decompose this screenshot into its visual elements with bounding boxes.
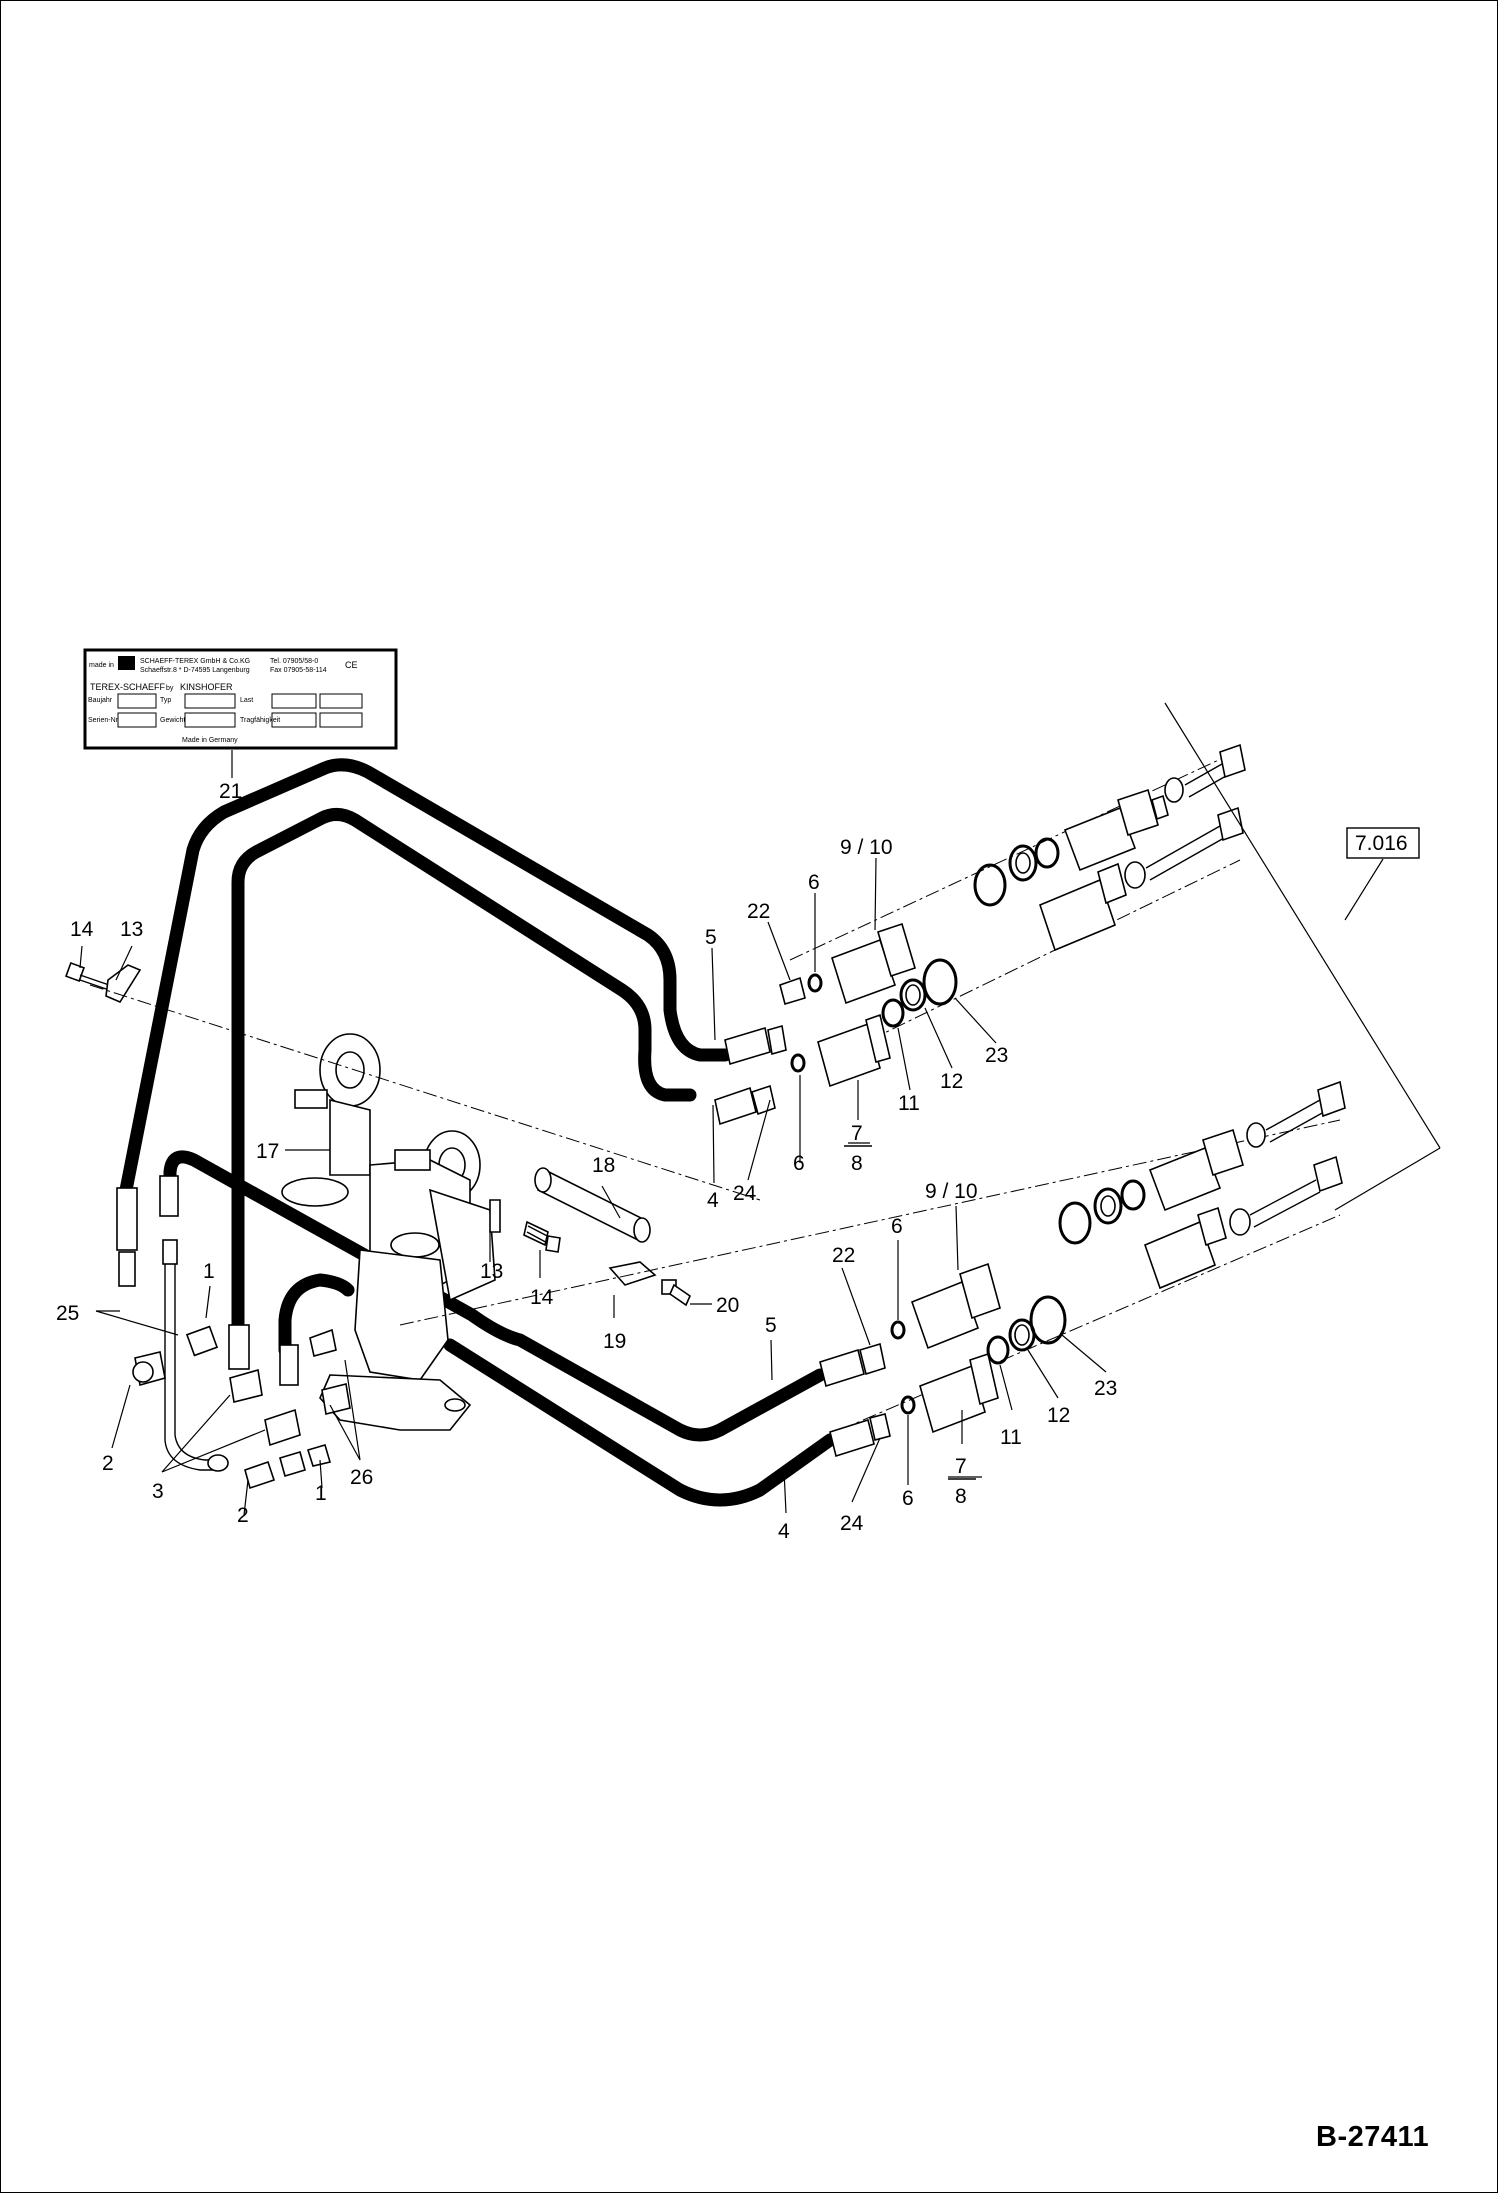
callout-19: 19 bbox=[603, 1330, 626, 1353]
callout-14-mid: 14 bbox=[530, 1286, 554, 1309]
callout-22-lower: 22 bbox=[832, 1244, 855, 1267]
callout-26: 26 bbox=[350, 1466, 373, 1489]
swivel-bracket bbox=[281, 1033, 496, 1431]
callout-5-upper: 5 bbox=[705, 926, 717, 949]
swivel-fittings bbox=[132, 1325, 351, 1490]
plate-made-in-germany: Made in Germany bbox=[182, 737, 238, 744]
callout-8-upper: 8 bbox=[851, 1152, 863, 1175]
plate-field-serien: Serien-Nr bbox=[88, 717, 119, 724]
callout-7-upper: 7 bbox=[851, 1122, 863, 1145]
callout-25: 25 bbox=[56, 1302, 79, 1325]
callout-9-10-lower: 9 / 10 bbox=[925, 1180, 978, 1203]
hose-inner-upper bbox=[231, 808, 697, 1337]
plate-field-baujahr: Baujahr bbox=[88, 697, 113, 704]
callout-11-lower: 11 bbox=[1000, 1426, 1022, 1449]
callout-13-mid: 13 bbox=[480, 1260, 503, 1283]
plate-brand-by: by bbox=[166, 685, 174, 692]
callout-1-bottom: 1 bbox=[315, 1482, 327, 1505]
callout-12-lower: 12 bbox=[1047, 1404, 1070, 1427]
plate-company-line2: Schaeffstr.8 * D-74595 Langenburg bbox=[140, 667, 250, 674]
callout-6-lower-a: 6 bbox=[891, 1215, 903, 1238]
plate-brand-right: KINSHOFER bbox=[180, 682, 233, 692]
plate-field-typ: Typ bbox=[160, 697, 171, 704]
pin-assembly bbox=[534, 1167, 692, 1307]
callout-11-upper: 11 bbox=[898, 1092, 920, 1115]
callout-9-10-upper: 9 / 10 bbox=[840, 836, 893, 859]
callout-6-upper-a: 6 bbox=[808, 871, 820, 894]
document-id: B-27411 bbox=[1316, 2121, 1430, 2153]
plate-ce-mark: CE bbox=[345, 660, 358, 670]
hydraulic-hoses bbox=[119, 758, 837, 1507]
callout-21: 21 bbox=[219, 780, 242, 803]
plate-field-last: Last bbox=[240, 697, 253, 704]
callout-12-upper: 12 bbox=[940, 1070, 963, 1093]
plate-field-gewicht: Gewicht bbox=[160, 717, 185, 724]
plate-fax: Fax 07905-58-114 bbox=[270, 667, 327, 674]
callout-22-upper: 22 bbox=[747, 900, 770, 923]
leader-lines bbox=[79, 750, 1107, 1516]
callout-23-upper: 23 bbox=[985, 1044, 1008, 1067]
callout-4-lower: 4 bbox=[778, 1520, 790, 1543]
callout-13-top: 13 bbox=[120, 918, 143, 941]
hose-outer-upper bbox=[119, 758, 732, 1197]
callout-17: 17 bbox=[256, 1140, 279, 1163]
plate-tel: Tel. 07905/58-0 bbox=[270, 658, 318, 665]
hose-lower-long bbox=[278, 1273, 837, 1507]
nameplate: made in SCHAEFF-TEREX GmbH & Co.KG Schae… bbox=[83, 648, 398, 750]
callout-23-lower: 23 bbox=[1094, 1377, 1117, 1400]
callout-7-lower: 7 bbox=[955, 1455, 967, 1478]
plate-made-in: made in bbox=[89, 662, 114, 669]
callout-24-lower: 24 bbox=[840, 1512, 864, 1535]
callout-2-left: 2 bbox=[102, 1452, 114, 1475]
hose-left-loop bbox=[163, 1150, 827, 1442]
callout-3: 3 bbox=[152, 1480, 164, 1503]
hose-fittings-left bbox=[116, 1175, 299, 1471]
callout-6-upper-b: 6 bbox=[793, 1152, 805, 1175]
plate-company-line1: SCHAEFF-TEREX GmbH & Co.KG bbox=[140, 658, 250, 665]
callout-1-top: 1 bbox=[203, 1260, 215, 1283]
callout-6-lower-b: 6 bbox=[902, 1487, 914, 1510]
coupler-set-upper bbox=[89, 743, 1246, 1201]
callout-5-lower: 5 bbox=[765, 1314, 777, 1337]
callout-18: 18 bbox=[592, 1154, 615, 1177]
callout-14-top: 14 bbox=[70, 918, 94, 941]
group-reference-label: 7.016 bbox=[1355, 832, 1408, 855]
plate-field-tragfaehigkeit: Tragfähigkeit bbox=[240, 717, 280, 724]
callout-24-upper: 24 bbox=[733, 1182, 757, 1205]
callout-20: 20 bbox=[716, 1294, 739, 1317]
callout-4-upper: 4 bbox=[707, 1189, 719, 1212]
coupler-set-lower bbox=[399, 1080, 1346, 1458]
callout-8-lower: 8 bbox=[955, 1485, 967, 1508]
plate-brand-left: TEREX-SCHAEFF bbox=[90, 682, 166, 692]
callout-2-bottom: 2 bbox=[237, 1504, 249, 1527]
callout-labels: 21 14 13 17 18 13 14 19 20 25 1 2 3 2 1 … bbox=[56, 780, 1408, 1543]
group-bracket bbox=[1164, 702, 1441, 1211]
